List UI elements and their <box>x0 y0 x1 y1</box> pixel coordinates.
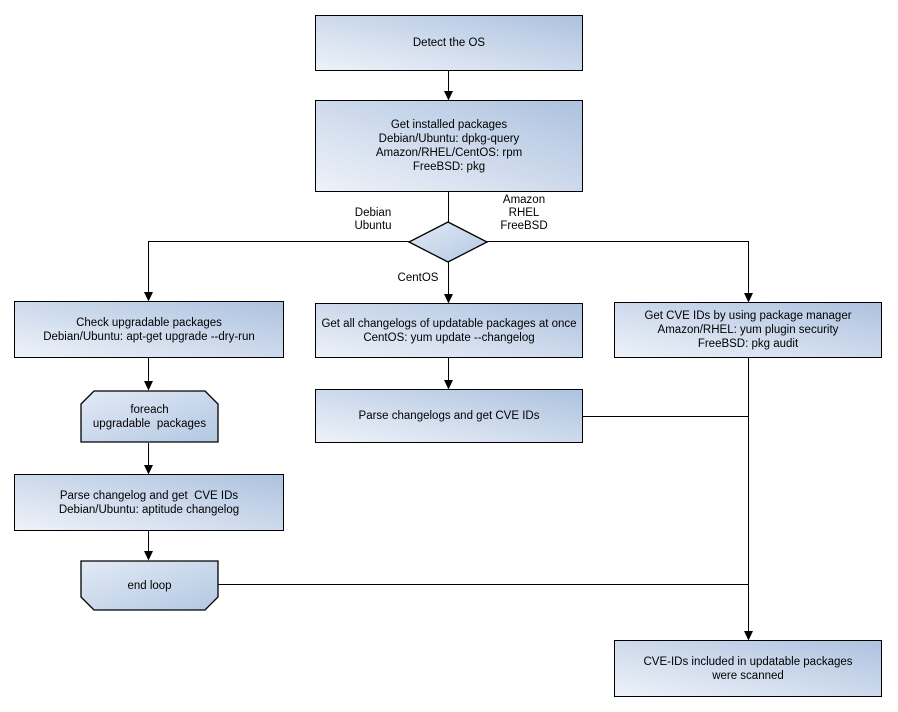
edge-label-amazon-rhel-freebsd: Amazon RHEL FreeBSD <box>500 194 548 232</box>
foreach-loop-shape <box>80 390 219 443</box>
arrowhead-into-parse-debian <box>144 465 153 475</box>
end-loop-label: end loop <box>127 579 172 592</box>
node-get-all-changelogs: Get all changelogs of updatable packages… <box>315 303 583 358</box>
node-parse-changelog-debian: Parse changelog and get CVE IDs Debian/U… <box>14 474 284 531</box>
arrowhead-into-parse-centos <box>444 380 453 390</box>
node-get-installed-packages: Get installed packages Debian/Ubuntu: dp… <box>315 100 583 192</box>
arrowhead-into-foreach <box>144 381 153 391</box>
node-parse-changelogs-centos: Parse changelogs and get CVE IDs <box>315 389 583 443</box>
arrowhead-into-installed <box>444 91 453 101</box>
connector-lines <box>148 71 749 631</box>
foreach-loop-label: foreach upgradable packages <box>92 403 207 430</box>
arrowhead-into-check-upgradable <box>144 292 153 302</box>
edge-label-centos: CentOS <box>397 272 439 284</box>
arrowhead-into-get-all-changelogs <box>444 294 453 304</box>
arrowheads <box>144 91 753 641</box>
node-result-scanned: CVE-IDs included in updatable packages w… <box>614 640 882 697</box>
node-detect-os: Detect the OS <box>315 15 583 71</box>
arrowhead-into-cve-package-manager <box>744 293 753 303</box>
node-get-cve-package-manager: Get CVE IDs by using package manager Ama… <box>614 302 882 358</box>
node-check-upgradable-packages: Check upgradable packages Debian/Ubuntu:… <box>14 301 284 358</box>
arrowhead-into-endloop <box>144 551 153 561</box>
arrowhead-into-result <box>744 631 753 641</box>
end-loop-shape <box>80 560 219 611</box>
edge-label-debian-ubuntu: Debian Ubuntu <box>354 207 392 232</box>
os-decision-diamond <box>407 221 489 263</box>
